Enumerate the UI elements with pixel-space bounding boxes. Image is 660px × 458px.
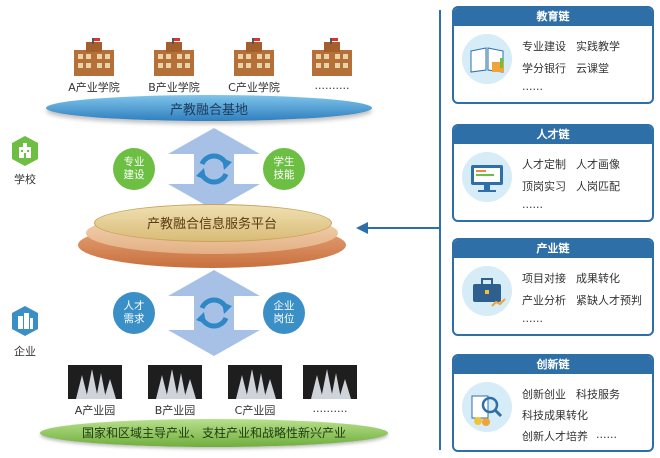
sync-icon [196,297,232,329]
ellipsis: ...... [596,428,617,441]
park-label: B产业园 [154,404,196,417]
item: 产业分析 [522,294,566,307]
card-title: 创新链 [454,356,652,374]
academy-label: C产业学院 [228,81,280,94]
item: 紧缺人才预判 [576,294,642,307]
card-title: 人才链 [454,126,652,144]
industry-chain-card: 产业链 项目对接 成果转化 产业分析 紧缺人才预判 ...... [452,238,654,336]
ellipsis: ...... [522,198,543,211]
magnifier-coins-icon [462,382,512,432]
book-icon [462,34,512,84]
card-title: 教育链 [454,8,652,26]
academy-building-icon [154,38,194,76]
base-plate [46,95,372,121]
item: 学分银行 [522,62,566,75]
item: 科技成果转化 [522,409,588,422]
up-down-arrow [168,128,260,210]
item: 科技服务 [576,388,620,401]
item: 顶岗实习 [522,180,566,193]
park-label: .......... [312,402,348,415]
education-chain-card: 教育链 专业建设 实践教学 学分银行 云课堂 ...... [452,6,654,104]
industrial-park-icon [148,365,202,399]
item: 成果转化 [576,272,620,285]
computer-monitor-icon [462,152,512,202]
academy-building-icon [74,38,114,76]
ellipsis: ...... [522,312,543,325]
enterprise-icon [12,306,38,336]
platform-top [94,204,332,242]
briefcase-icon [462,266,512,316]
card-title: 产业链 [454,240,652,258]
industry-label: 国家和区域主导产业、支柱产业和战略性新兴产业 [81,426,346,440]
talent-demand-circle: 人才 需求 [113,292,155,334]
major-building-circle: 专业 建设 [113,148,155,190]
innovation-chain-card: 创新链 创新创业 科技服务 科技成果转化 创新人才培养 ...... [452,354,654,452]
ellipsis: ...... [522,80,543,93]
enterprise-positions-circle: 企业 岗位 [263,292,305,334]
academy-label: B产业学院 [148,81,200,94]
base-label: 产教融合基地 [169,103,248,118]
left-arrow-icon [356,222,440,234]
item: 人岗匹配 [576,180,620,193]
school-icon [12,136,38,166]
item: 云课堂 [576,62,609,75]
industrial-park-icon [68,365,122,399]
industry-plate [40,419,388,447]
item: 人才画像 [576,158,620,171]
student-skills-circle: 学生 技能 [263,148,305,190]
item: 创新人才培养 [522,430,588,443]
academy-label: .......... [314,79,350,92]
item: 创新创业 [522,388,566,401]
park-label: A产业园 [74,404,116,417]
item: 实践教学 [576,40,620,53]
item: 人才定制 [522,158,566,171]
talent-chain-card: 人才链 人才定制 人才画像 顶岗实习 人岗匹配 ...... [452,124,654,222]
industrial-park-icon [228,365,282,399]
platform-label: 产教融合信息服务平台 [146,217,277,232]
academy-label: A产业学院 [68,81,120,94]
school-label: 学校 [14,173,36,186]
sync-icon [196,153,232,185]
item: 专业建设 [522,40,566,53]
enterprise-label: 企业 [14,345,36,358]
academy-building-icon [234,38,274,76]
up-down-arrow [168,270,260,356]
item: 项目对接 [522,272,566,285]
park-label: C产业园 [234,404,276,417]
academy-building-icon [312,38,352,76]
industrial-park-icon [303,365,357,399]
vertical-divider [439,10,441,450]
